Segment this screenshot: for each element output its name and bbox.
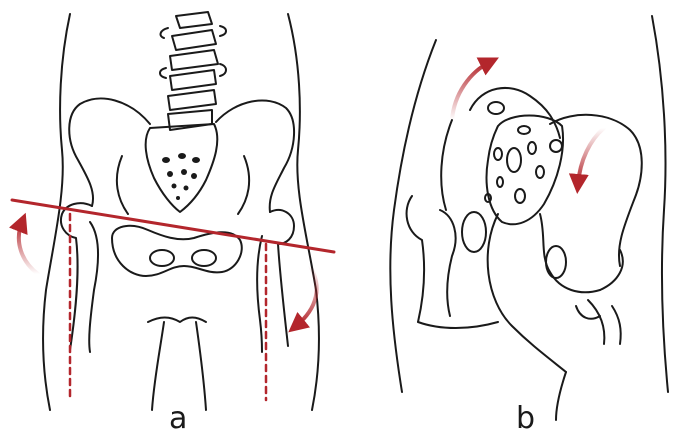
body-outline-right: [288, 14, 319, 410]
sacrum: [146, 124, 218, 212]
sacrum-b: [487, 116, 563, 225]
right-femur: [270, 210, 294, 346]
panel-b: [390, 16, 668, 420]
panel-a-annotations: [12, 200, 334, 400]
pelvic-tilt-line: [12, 200, 334, 252]
body-outline-left-b: [390, 40, 436, 392]
body-outline-left: [43, 14, 70, 410]
curved-arrow-down-icon: [296, 266, 317, 326]
curved-arrow-down-icon: [578, 128, 604, 184]
left-ilium: [69, 98, 150, 206]
panel-label-b: b: [516, 404, 535, 434]
panel-b-annotations: [452, 62, 604, 184]
curved-arrow-up-icon: [19, 222, 38, 274]
left-femur: [61, 203, 92, 350]
spine: [160, 12, 226, 130]
sacral-foramina: [162, 153, 200, 200]
panel-label-a: a: [169, 404, 187, 434]
body-outline-right-b: [652, 16, 668, 392]
curved-arrow-up-icon: [452, 62, 490, 120]
gluteal-curve: [488, 214, 566, 372]
right-ilium: [216, 100, 294, 212]
left-ilium-b: [470, 88, 560, 138]
